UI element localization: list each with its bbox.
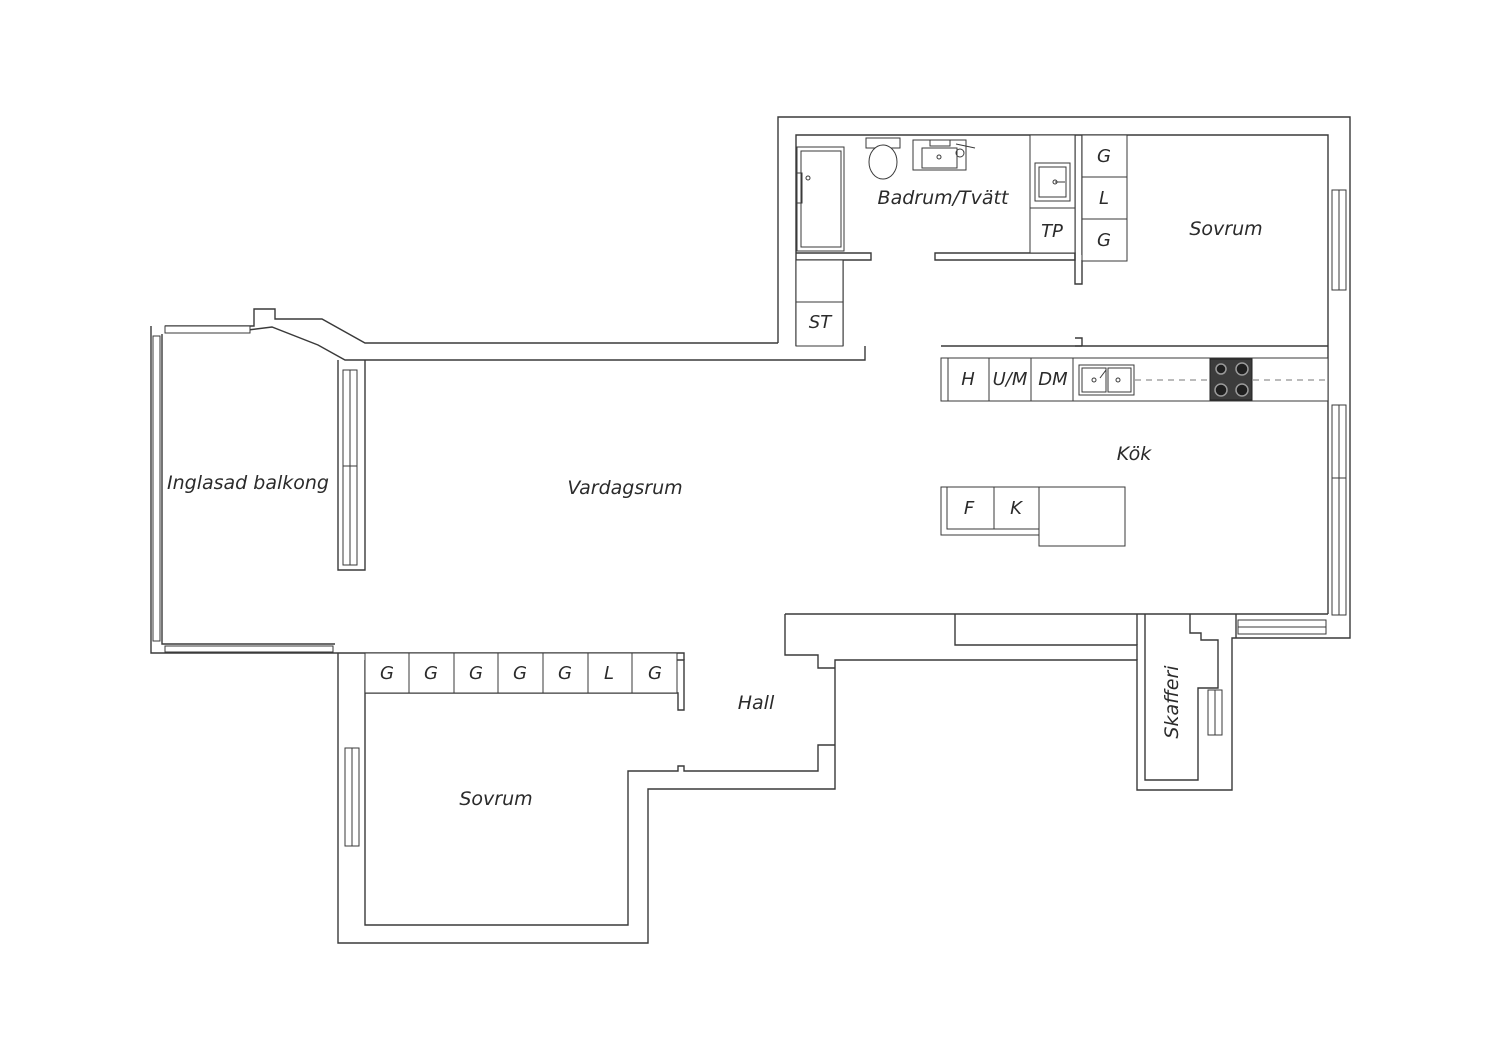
- windows: [152, 189, 1347, 847]
- wardrobe-bottom-label: G: [558, 663, 572, 684]
- bathroom-fixtures: [795, 134, 1076, 347]
- kitchen-counter: [940, 357, 1329, 402]
- room-label-badrum: Badrum/Tvätt: [878, 187, 1010, 209]
- label-k: K: [1010, 498, 1023, 519]
- room-label-sovrum-top: Sovrum: [1189, 218, 1262, 240]
- room-label-kok: Kök: [1117, 443, 1152, 465]
- fixture-labels: ST TP G L G H U/M DM F K G G G G G L G: [380, 146, 1111, 684]
- room-label-skafferi: Skafferi: [1161, 665, 1183, 739]
- kitchen-island: [940, 486, 1126, 547]
- wardrobe-bottom-label: G: [648, 663, 662, 684]
- room-label-hall: Hall: [738, 692, 775, 714]
- wardrobe-top-label: L: [1099, 188, 1109, 209]
- wardrobe-top-label: G: [1097, 230, 1111, 251]
- wardrobe-bottom-label: G: [513, 663, 527, 684]
- laundry-cabinet: [1029, 134, 1076, 254]
- st-closet: [795, 259, 844, 347]
- walls: [150, 116, 1351, 944]
- wardrobe-top-label: G: [1097, 146, 1111, 167]
- label-h: H: [961, 369, 975, 390]
- label-um: U/M: [993, 369, 1028, 390]
- room-label-sovrum-bottom: Sovrum: [459, 788, 532, 810]
- label-dm: DM: [1038, 369, 1068, 390]
- wardrobe-bottom-label: G: [380, 663, 394, 684]
- room-label-inglasad-balkong: Inglasad balkong: [167, 472, 329, 494]
- wardrobe-top: [1081, 134, 1128, 262]
- wardrobe-bottom-label: L: [604, 663, 614, 684]
- room-label-vardagsrum: Vardagsrum: [567, 477, 682, 499]
- label-tp: TP: [1041, 221, 1063, 242]
- shower: [796, 146, 845, 252]
- wardrobe-bottom-label: G: [424, 663, 438, 684]
- wardrobe-bottom-label: G: [469, 663, 483, 684]
- room-labels: Badrum/Tvätt Sovrum Inglasad balkong Var…: [167, 187, 1263, 810]
- kitchen-sink-icon: [1078, 364, 1135, 396]
- label-f: F: [964, 498, 975, 519]
- label-st: ST: [809, 312, 833, 333]
- wardrobe-bottom: [364, 652, 678, 694]
